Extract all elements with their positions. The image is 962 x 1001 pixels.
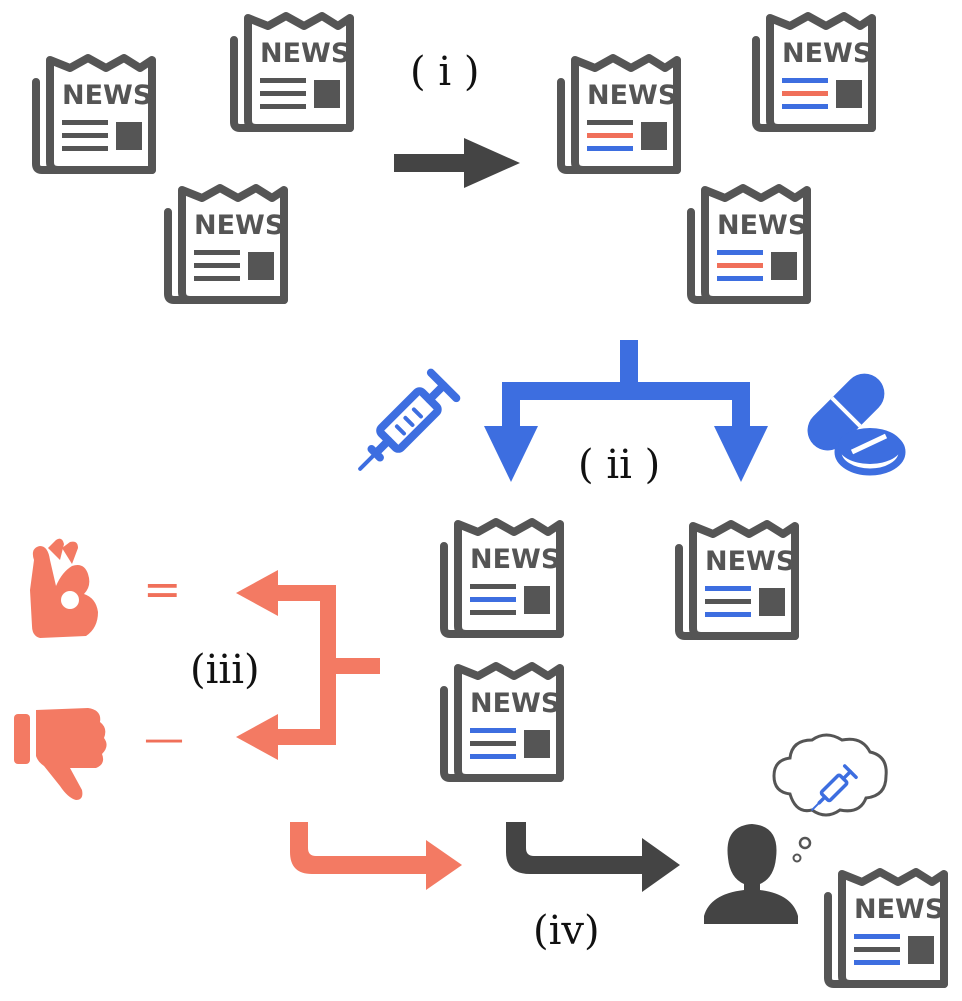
ok-hand-icon bbox=[30, 538, 98, 638]
thought-bubble-icon bbox=[772, 733, 888, 863]
news-masthead: NEWS bbox=[782, 38, 872, 69]
news-masthead: NEWS bbox=[194, 210, 284, 241]
news-icon-tr-1: NEWS bbox=[561, 58, 677, 170]
fork-arrow-icon bbox=[484, 340, 768, 482]
news-icon-tl-2: NEWS bbox=[234, 16, 350, 128]
news-icon-br: NEWS bbox=[828, 872, 944, 984]
minus-sign: — bbox=[144, 716, 184, 762]
news-masthead: NEWS bbox=[260, 38, 350, 69]
news-masthead: NEWS bbox=[705, 546, 795, 577]
pill-icon bbox=[807, 373, 906, 476]
news-masthead: NEWS bbox=[854, 894, 944, 925]
person-icon bbox=[704, 824, 798, 924]
news-icon-tl-3: NEWS bbox=[168, 188, 284, 300]
news-masthead: NEWS bbox=[587, 80, 677, 111]
equal-sign: = bbox=[143, 562, 182, 616]
thumbs-down-icon bbox=[14, 708, 107, 800]
arrow-right-icon bbox=[394, 138, 520, 188]
news-masthead: NEWS bbox=[470, 544, 560, 575]
news-icon-mid-2: NEWS bbox=[679, 524, 795, 636]
news-icon-mid-1: NEWS bbox=[444, 522, 560, 634]
news-icon-tr-2: NEWS bbox=[756, 16, 872, 128]
news-icon-tr-3: NEWS bbox=[691, 188, 807, 300]
news-icon-mid-3: NEWS bbox=[444, 666, 560, 778]
dark-arrow-icon bbox=[506, 822, 680, 892]
step-iv-label: (iv) bbox=[533, 908, 600, 954]
news-masthead: NEWS bbox=[62, 80, 152, 111]
syringe-icon bbox=[358, 368, 461, 471]
news-masthead: NEWS bbox=[717, 210, 807, 241]
feedback-fork-arrow-icon bbox=[236, 570, 380, 760]
news-icon-tl-1: NEWS bbox=[36, 58, 152, 170]
step-i-label: ( i ) bbox=[410, 49, 479, 95]
step-iii-label: (iii) bbox=[190, 647, 260, 693]
coral-arrow-icon bbox=[290, 822, 462, 890]
news-masthead: NEWS bbox=[470, 688, 560, 719]
step-ii-label: ( ii ) bbox=[578, 442, 660, 488]
